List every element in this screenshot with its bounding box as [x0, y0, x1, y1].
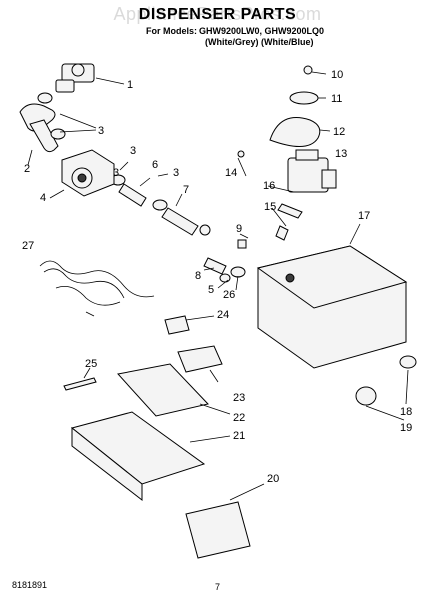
models-line-1: GHW9200LW0, GHW9200LQ0: [199, 26, 325, 36]
part-26-fitting: [230, 266, 246, 278]
part-number-3c: 3: [113, 167, 119, 179]
part-20-grille: [185, 501, 251, 559]
part-8-tube: [203, 257, 227, 275]
part-24-bracket: [164, 315, 190, 335]
part-25-rod: [63, 377, 97, 391]
part-number-21: 21: [233, 430, 245, 442]
watermark: AppliancePartsPros.com: [113, 4, 322, 24]
part-number-16: 16: [263, 180, 275, 192]
part-number-10: 10: [331, 69, 343, 81]
part-2-hose: [19, 103, 59, 166]
part-5-fitting: [219, 273, 231, 283]
part-27-wire-harness: [39, 260, 155, 306]
part-13-solenoid: [287, 149, 337, 193]
part-18-knob: [399, 355, 417, 369]
part-number-12: 12: [333, 126, 345, 138]
part-16-lever: [277, 203, 303, 219]
part-number-3b: 3: [130, 145, 136, 157]
part-number-3: 3: [98, 125, 104, 137]
part-21-front: [71, 426, 143, 502]
part-10-screw: [303, 65, 327, 75]
footer-page-number: 7: [215, 582, 221, 592]
part-number-14: 14: [225, 167, 237, 179]
part-number-24: 24: [217, 309, 229, 321]
part-1-water-valve: [55, 63, 125, 93]
part-number-labels: 1 2 3 3 3 3 4 5 6 7 8 9 10 11 12 13 14 1…: [22, 69, 412, 485]
part-number-11: 11: [331, 93, 342, 105]
part-number-19: 19: [400, 422, 412, 434]
part-9-clip: [237, 239, 247, 249]
footer-doc-number: 8181891: [12, 580, 48, 590]
part-number-15: 15: [264, 201, 276, 213]
part-number-9: 9: [236, 223, 242, 235]
models-line-2: (White/Grey) (White/Blue): [205, 37, 314, 47]
part-19-gear: [355, 386, 377, 406]
part-number-23: 23: [233, 392, 245, 404]
part-number-27: 27: [22, 240, 34, 252]
part-number-3d: 3: [173, 167, 179, 179]
part-15-spring: [275, 225, 289, 241]
part-11-cap: [289, 91, 326, 105]
part-7-tube: [161, 207, 211, 236]
part-6-tube: [118, 183, 147, 207]
part-3-clamps: [37, 92, 168, 211]
part-number-8: 8: [195, 270, 201, 282]
part-number-13: 13: [335, 148, 347, 160]
part-17-dispenser-housing: [256, 245, 408, 369]
part-14-screw: [237, 150, 245, 158]
part-number-20: 20: [267, 473, 279, 485]
part-number-26: 26: [223, 289, 235, 301]
part-number-6: 6: [152, 159, 158, 171]
part-number-5: 5: [208, 284, 214, 296]
part-number-22: 22: [233, 412, 245, 424]
part-number-17: 17: [358, 210, 370, 222]
part-22-tray: [117, 363, 209, 417]
page-title: DISPENSER PARTS: [138, 6, 297, 23]
part-number-18: 18: [400, 406, 412, 418]
part-number-25: 25: [85, 358, 97, 370]
part-number-1: 1: [127, 79, 133, 91]
models-label: For Models:: [146, 26, 197, 36]
part-number-2: 2: [24, 163, 30, 175]
part-23-actuator: [177, 345, 223, 373]
part-4-housing: [49, 149, 115, 199]
leader-lines: [83, 157, 409, 501]
part-number-7: 7: [183, 184, 189, 196]
part-number-4: 4: [40, 192, 46, 204]
part-12-gasket: [269, 117, 331, 147]
